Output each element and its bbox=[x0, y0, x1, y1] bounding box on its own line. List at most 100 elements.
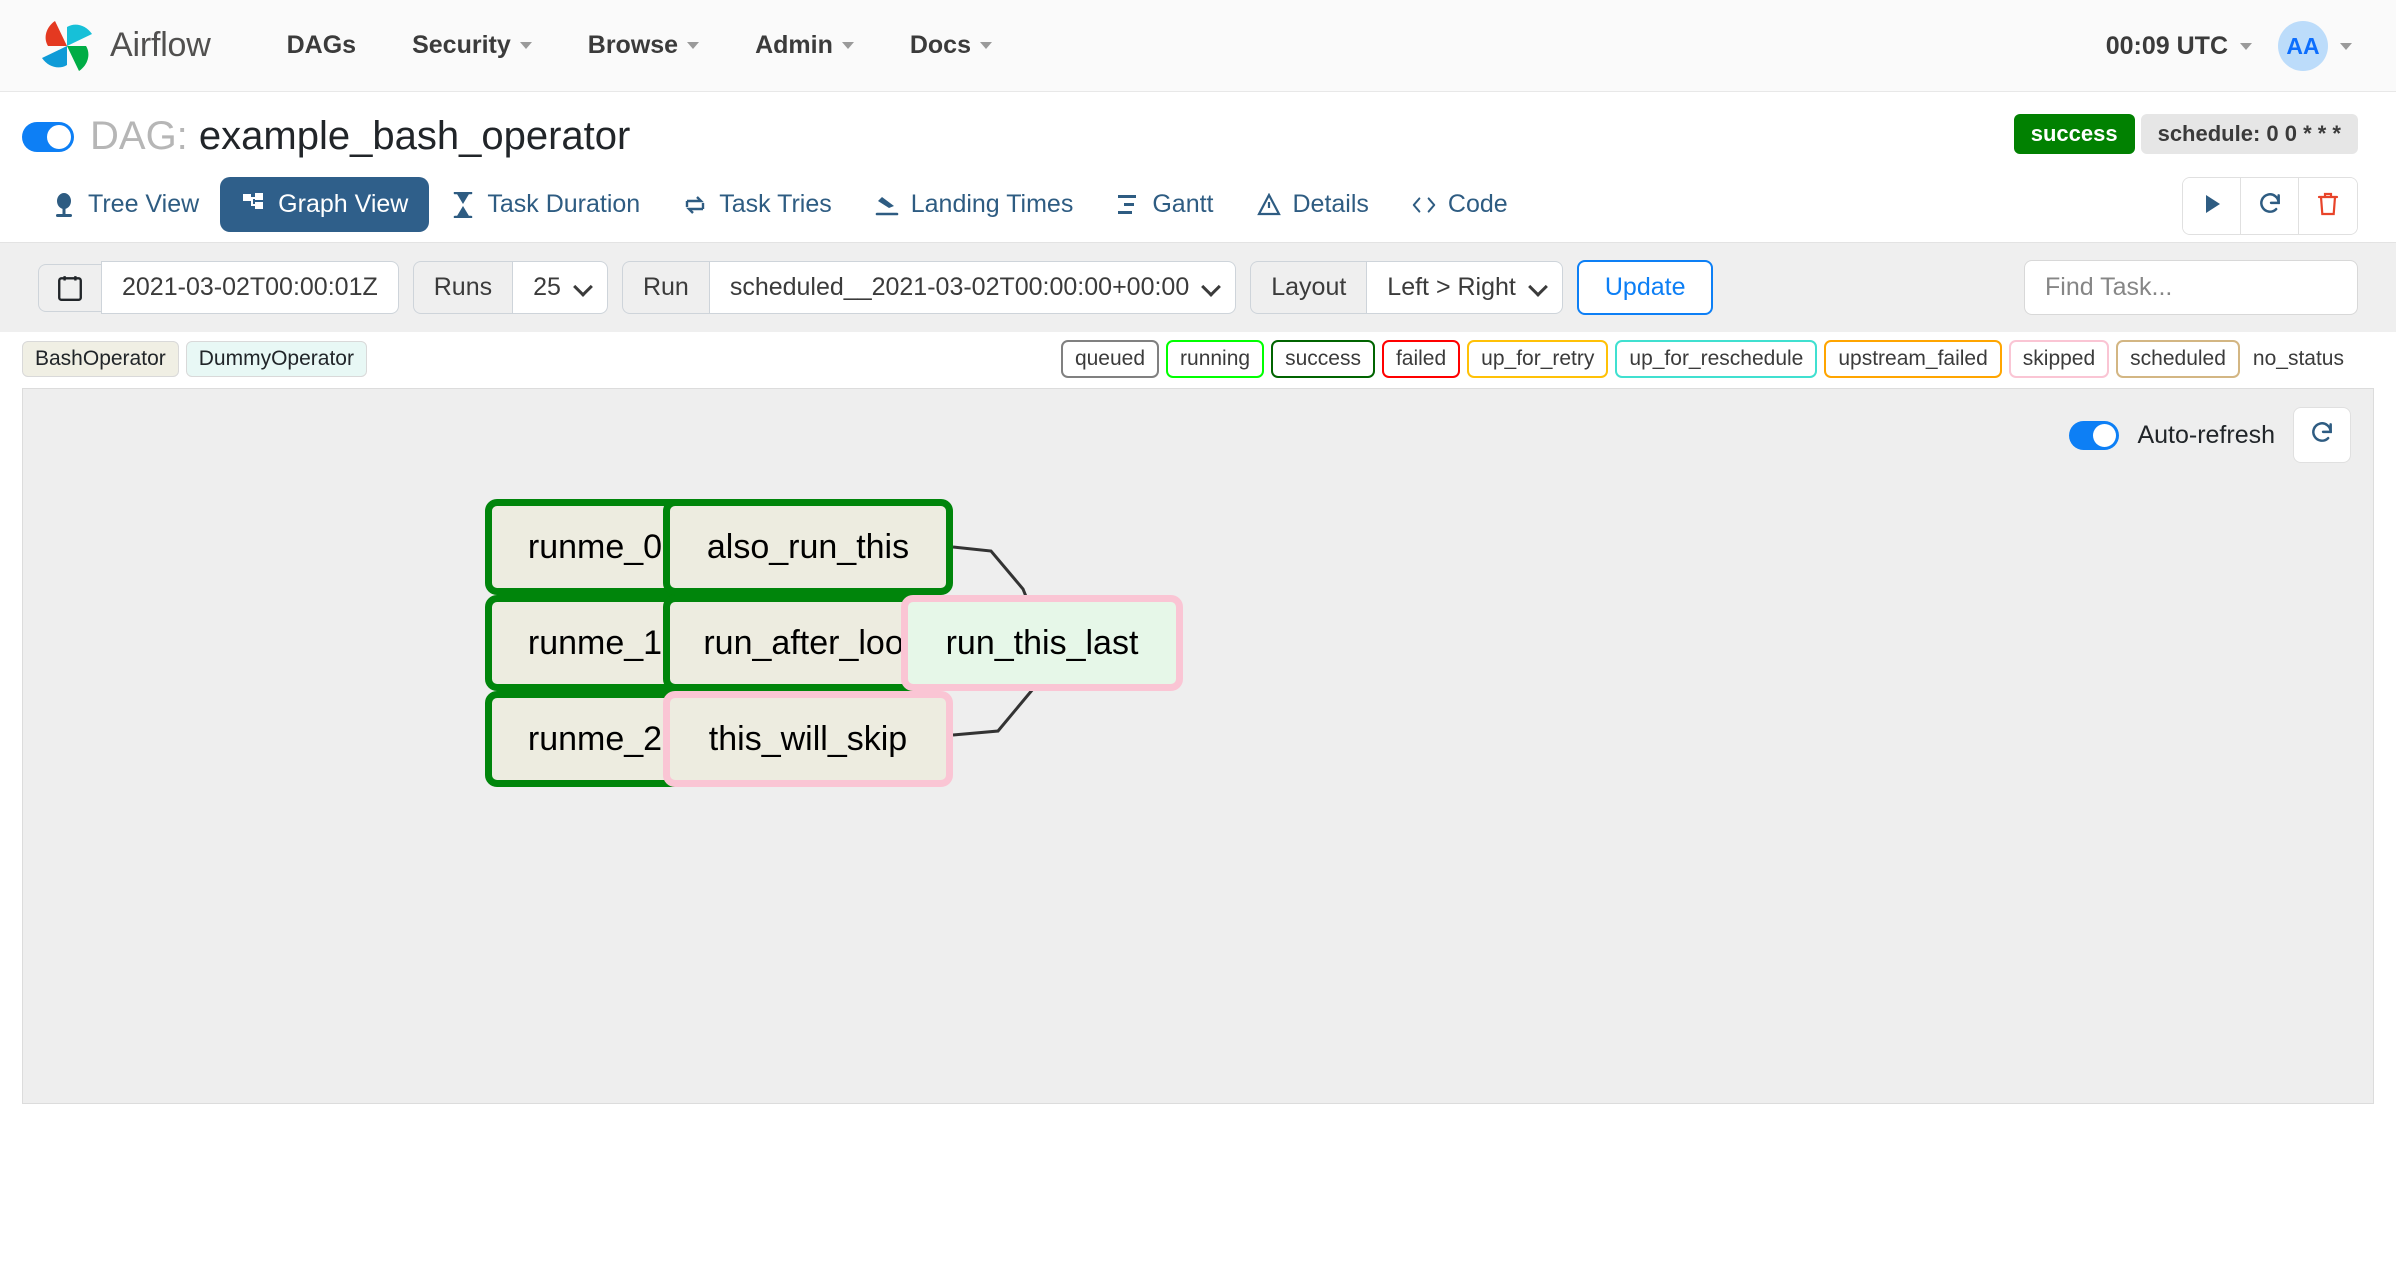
graph-node-also_run_this[interactable]: also_run_this bbox=[663, 499, 953, 595]
status-tag-scheduled[interactable]: scheduled bbox=[2116, 340, 2240, 378]
tab-label: Code bbox=[1447, 190, 1508, 218]
node-label: run_after_loop bbox=[703, 623, 923, 662]
filter-bar: 2021-03-02T00:00:01Z Runs 25 Run schedul… bbox=[0, 242, 2396, 332]
delete-dag-button[interactable] bbox=[2299, 178, 2357, 234]
tab-landing-times[interactable]: Landing Times bbox=[853, 177, 1095, 232]
tab-code[interactable]: Code bbox=[1390, 177, 1529, 232]
status-tag-failed[interactable]: failed bbox=[1381, 340, 1461, 378]
tab-task-duration[interactable]: Task Duration bbox=[429, 177, 661, 232]
dag-pause-toggle[interactable] bbox=[22, 121, 74, 152]
dag-graph-canvas[interactable]: runme_0 also_run_this runme_1 run_after_… bbox=[23, 389, 2373, 1103]
tab-label: Task Duration bbox=[487, 190, 641, 218]
avatar: AA bbox=[2278, 21, 2328, 71]
node-label: run_this_last bbox=[945, 623, 1139, 662]
tab-graph-view[interactable]: Graph View bbox=[220, 177, 430, 232]
triangle-alert-icon bbox=[1256, 192, 1282, 218]
chevron-down-icon bbox=[687, 42, 700, 49]
find-task-input[interactable]: Find Task... bbox=[2024, 260, 2358, 315]
layout-label: Layout bbox=[1250, 261, 1367, 314]
node-label: runme_1 bbox=[527, 623, 663, 662]
node-label: this_will_skip bbox=[708, 719, 908, 758]
tab-details[interactable]: Details bbox=[1235, 177, 1390, 232]
update-button[interactable]: Update bbox=[1576, 260, 1714, 315]
dag-name: example_bash_operator bbox=[198, 114, 631, 158]
layout-select[interactable]: Left > Right bbox=[1366, 261, 1563, 314]
tree-icon bbox=[51, 192, 77, 218]
auto-refresh-controls: Auto-refresh bbox=[2069, 407, 2351, 463]
brand-name: Airflow bbox=[110, 26, 211, 64]
status-tag-skipped[interactable]: skipped bbox=[2008, 340, 2110, 378]
base-date-group: 2021-03-02T00:00:01Z bbox=[38, 261, 399, 314]
chevron-down-icon bbox=[2340, 42, 2352, 50]
run-group: Run scheduled__2021-03-02T00:00:00+00:00 bbox=[621, 261, 1237, 314]
gantt-icon bbox=[1115, 192, 1141, 218]
status-tag-running[interactable]: running bbox=[1166, 340, 1265, 378]
hourglass-icon bbox=[450, 191, 476, 218]
operator-tag-bashoperator[interactable]: BashOperator bbox=[22, 341, 179, 377]
nav-links: DAGs Security Browse Admin Docs bbox=[259, 21, 1020, 70]
num-runs-select[interactable]: 25 bbox=[512, 261, 608, 314]
auto-refresh-label: Auto-refresh bbox=[2137, 420, 2275, 449]
status-legend: queued running success failed up_for_ret… bbox=[1060, 340, 2358, 378]
nav-item-label: Docs bbox=[909, 31, 971, 59]
status-tag-upstream-failed[interactable]: upstream_failed bbox=[1824, 340, 2002, 378]
tab-label: Landing Times bbox=[910, 190, 1074, 218]
tab-label: Gantt bbox=[1152, 190, 1214, 218]
tab-gantt[interactable]: Gantt bbox=[1094, 177, 1234, 232]
base-date-input[interactable]: 2021-03-02T00:00:01Z bbox=[101, 261, 399, 314]
user-menu[interactable]: AA bbox=[2278, 21, 2352, 71]
nav-item-label: DAGs bbox=[286, 31, 357, 59]
tab-label: Graph View bbox=[278, 190, 409, 218]
trigger-dag-button[interactable] bbox=[2183, 178, 2241, 234]
timezone-selector[interactable]: 00:09 UTC bbox=[2106, 32, 2252, 61]
nav-item-label: Security bbox=[412, 31, 511, 59]
landing-icon bbox=[874, 192, 900, 218]
dag-header-badges: success schedule: 0 0 * * * bbox=[2013, 114, 2358, 154]
brand-logo-link[interactable]: Airflow bbox=[38, 17, 211, 75]
trash-icon bbox=[2316, 191, 2340, 222]
tab-label: Details bbox=[1292, 190, 1369, 218]
run-label: Run bbox=[621, 261, 709, 314]
nav-item-browse[interactable]: Browse bbox=[560, 21, 727, 70]
nav-item-docs[interactable]: Docs bbox=[882, 21, 1020, 70]
graph-node-this_will_skip[interactable]: this_will_skip bbox=[663, 691, 953, 787]
refresh-icon bbox=[2309, 420, 2335, 451]
runs-group: Runs 25 bbox=[412, 261, 608, 314]
auto-refresh-toggle[interactable] bbox=[2069, 420, 2120, 450]
tab-tree-view[interactable]: Tree View bbox=[30, 177, 220, 232]
graph-refresh-button[interactable] bbox=[2293, 407, 2351, 463]
operator-tag-dummyoperator[interactable]: DummyOperator bbox=[185, 341, 367, 377]
status-tag-up-for-reschedule[interactable]: up_for_reschedule bbox=[1615, 340, 1818, 378]
calendar-icon[interactable] bbox=[38, 263, 101, 312]
dag-run-select[interactable]: scheduled__2021-03-02T00:00:00+00:00 bbox=[708, 261, 1237, 314]
dag-action-buttons bbox=[2182, 177, 2358, 235]
code-icon bbox=[1411, 192, 1437, 218]
status-tag-up-for-retry[interactable]: up_for_retry bbox=[1467, 340, 1609, 378]
dag-header: DAG: example_bash_operator success sched… bbox=[0, 92, 2396, 163]
dag-title-prefix: DAG: bbox=[90, 114, 188, 158]
nav-item-admin[interactable]: Admin bbox=[727, 21, 882, 70]
graph-node-run_this_last[interactable]: run_this_last bbox=[901, 595, 1183, 691]
tab-label: Task Tries bbox=[719, 190, 832, 218]
schedule-badge[interactable]: schedule: 0 0 * * * bbox=[2140, 114, 2358, 154]
retry-icon bbox=[682, 192, 708, 218]
page-title: DAG: example_bash_operator bbox=[90, 114, 630, 159]
status-tag-no-status[interactable]: no_status bbox=[2252, 347, 2344, 370]
status-tag-queued[interactable]: queued bbox=[1060, 340, 1160, 378]
navbar-right: 00:09 UTC AA bbox=[2106, 0, 2352, 92]
layout-group: Layout Left > Right bbox=[1250, 261, 1563, 314]
nav-item-dags[interactable]: DAGs bbox=[259, 21, 384, 70]
clock-label: 00:09 UTC bbox=[2105, 31, 2228, 60]
status-badge[interactable]: success bbox=[2013, 114, 2135, 154]
nav-item-label: Admin bbox=[755, 31, 833, 59]
chevron-down-icon bbox=[519, 42, 532, 49]
operator-legend: BashOperator DummyOperator bbox=[22, 341, 367, 377]
refresh-dag-button[interactable] bbox=[2241, 178, 2299, 234]
nav-item-label: Browse bbox=[587, 31, 679, 59]
status-tag-success[interactable]: success bbox=[1271, 340, 1375, 378]
nav-item-security[interactable]: Security bbox=[384, 21, 560, 70]
airflow-pinwheel-icon bbox=[38, 17, 96, 75]
tab-task-tries[interactable]: Task Tries bbox=[661, 177, 853, 232]
chevron-down-icon bbox=[2240, 42, 2252, 50]
chevron-down-icon bbox=[980, 42, 992, 49]
